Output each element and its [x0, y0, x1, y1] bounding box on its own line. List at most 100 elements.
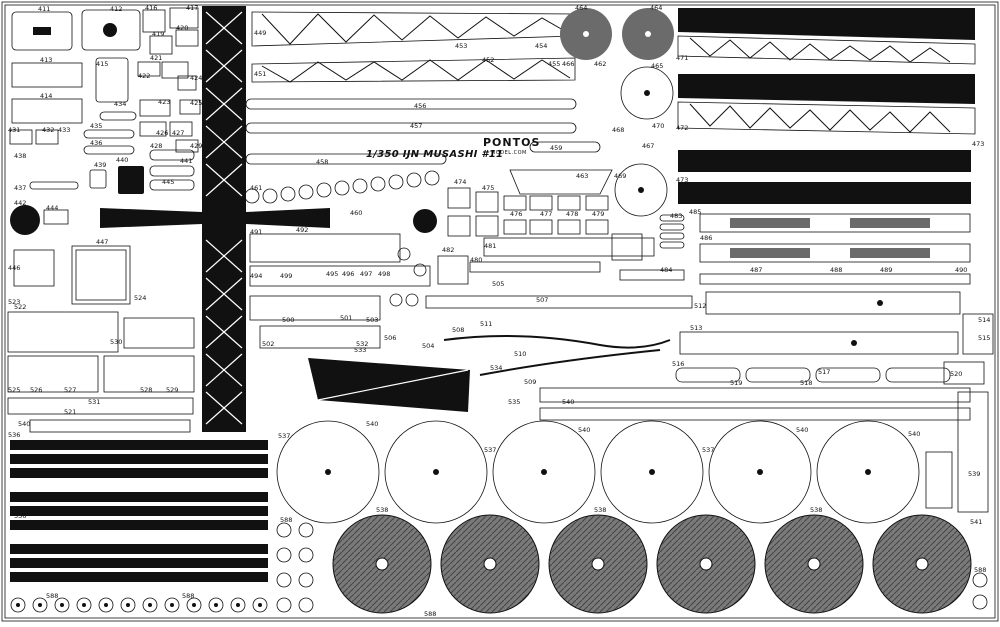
part-458: [245, 153, 447, 165]
part-526: [7, 397, 194, 415]
label-467: 467: [642, 142, 654, 150]
part-422: [161, 61, 189, 79]
group-434-445: 434 435 436 437 438 439 440 441 442 444 …: [10, 100, 195, 235]
beams-485-486: 485 486: [689, 208, 971, 263]
label-537-c: 537: [702, 446, 714, 454]
label-524: 524: [134, 294, 146, 302]
label-413: 413: [40, 56, 52, 64]
label-538-a: 538: [376, 506, 388, 514]
part-439: [89, 169, 107, 189]
part-449-lattice: [261, 13, 571, 45]
part-457: [245, 122, 577, 134]
part-471-top: [678, 8, 975, 40]
label-442: 442: [14, 199, 26, 207]
label-499: 499: [280, 272, 292, 280]
fret-inner-frame: [4, 4, 996, 619]
label-519: 519: [730, 379, 742, 387]
label-428: 428: [150, 142, 162, 150]
part-482b: [611, 233, 643, 261]
label-480: 480: [470, 256, 482, 264]
part-485: [699, 213, 971, 233]
label-451: 451: [254, 70, 266, 78]
part-506: [425, 295, 693, 309]
label-529: 529: [166, 386, 178, 394]
label-540-a: 540: [562, 398, 574, 406]
label-419: 419: [152, 30, 164, 38]
booms-449-451: 449 451 453 452 454 455: [251, 11, 576, 83]
part-486: [699, 243, 971, 263]
part-444: [43, 209, 69, 225]
label-426: 426: [156, 129, 168, 137]
label-512: 512: [694, 302, 706, 310]
label-528: 528: [140, 386, 152, 394]
label-425: 425: [190, 99, 202, 107]
part-441: [149, 149, 195, 161]
part-427: [169, 121, 193, 137]
part-437: [29, 181, 79, 190]
part-460-disc: [413, 209, 437, 233]
group-413-415: 413 414 415: [11, 56, 129, 124]
part-429: [175, 139, 199, 153]
discs-538: 538 538 538: [332, 506, 972, 614]
label-496: 496: [342, 270, 354, 278]
label-513: 513: [690, 324, 702, 332]
label-538-b: 538: [594, 506, 606, 514]
part-482: [437, 255, 469, 285]
label-588-c: 588: [280, 516, 292, 524]
label-526: 526: [30, 386, 42, 394]
part-525: [123, 317, 195, 349]
label-541: 541: [970, 518, 982, 526]
label-420: 420: [176, 24, 188, 32]
label-505: 505: [492, 280, 504, 288]
label-483: 483: [670, 212, 682, 220]
label-423: 423: [158, 98, 170, 106]
label-416: 416: [145, 4, 157, 12]
clusters-491-504: 491 492 494 495 496 497 498 499 500 501 …: [249, 226, 434, 350]
label-534: 534: [490, 364, 502, 372]
label-516: 516: [672, 360, 684, 368]
label-498: 498: [378, 270, 390, 278]
part-446-arm-left: [100, 208, 202, 228]
part-424: [177, 75, 197, 91]
part-481: [483, 237, 655, 257]
label-460: 460: [350, 209, 362, 217]
label-540-b: 540: [366, 420, 378, 428]
label-466: 466: [562, 60, 574, 68]
part-471-lattice: [677, 35, 976, 65]
part-421: [137, 61, 161, 77]
label-424: 424: [190, 74, 202, 82]
rails-456-459: 456 457 458 459: [245, 98, 601, 166]
part-443: [10, 205, 40, 235]
part-472-top: [678, 74, 975, 104]
label-436: 436: [90, 139, 102, 147]
label-540-e: 540: [908, 430, 920, 438]
label-501: 501: [340, 314, 352, 322]
label-490: 490: [955, 266, 967, 274]
part-447-plate: [71, 245, 131, 305]
part-541: [925, 451, 953, 509]
beams-471-472: 471 472: [676, 8, 976, 135]
label-488: 488: [830, 266, 842, 274]
label-411: 411: [38, 5, 50, 13]
label-461: 461: [250, 184, 262, 192]
label-495: 495: [326, 270, 338, 278]
part-473-b: [678, 182, 971, 204]
label-485: 485: [689, 208, 701, 216]
label-502: 502: [262, 340, 274, 348]
brand-name: PONTOS: [483, 136, 540, 149]
part-425: [179, 99, 201, 115]
label-459: 459: [550, 144, 562, 152]
part-413: [11, 62, 83, 88]
part-416: [142, 9, 166, 33]
label-474: 474: [454, 178, 466, 186]
label-527: 527: [64, 386, 76, 394]
label-538-c: 538: [810, 506, 822, 514]
label-422: 422: [138, 72, 150, 80]
part-456: [245, 98, 577, 110]
part-449: [251, 11, 576, 47]
label-491: 491: [250, 228, 262, 236]
label-514: 514: [978, 316, 990, 324]
